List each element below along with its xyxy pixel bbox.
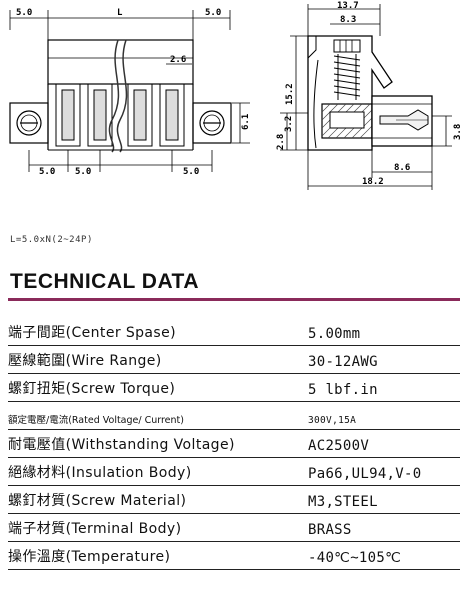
spec-row-screw-material: 螺釘材質(Screw Material) M3,STEEL [8,486,460,514]
spec-label: 端子間距(Center Spase) [8,325,176,341]
spec-value: 5.00mm [308,326,361,342]
side-dim-top-outer: 13.7 [337,1,359,11]
front-dim-L: L [117,8,123,18]
side-dim-182: 18.2 [362,177,384,187]
spec-table: 端子間距(Center Spase) 5.00mm 壓線範圍(Wire Rang… [8,318,460,570]
front-dim-height: 6.1 [241,114,251,130]
spec-label: 絕緣材料(Insulation Body) [8,465,192,481]
spec-label: 端子材質(Terminal Body) [8,521,182,537]
spec-label: 螺釘材質(Screw Material) [8,493,187,509]
spec-value: 300V,15A [308,415,357,426]
spec-row-temperature: 操作溫度(Temperature) -40℃~105℃ [8,542,460,570]
spec-value: Pa66,UL94,V-0 [308,466,422,482]
spec-label: 壓線範圍(Wire Range) [8,353,162,369]
spec-row-withstanding-voltage: 耐電壓值(Withstanding Voltage) AC2500V [8,430,460,458]
front-dim-bottom-3: 5.0 [183,167,199,177]
spec-row-screw-torque: 螺釘扭矩(Screw Torque) 5 lbf.in [8,374,460,402]
spec-row-insulation: 絕緣材料(Insulation Body) Pa66,UL94,V-0 [8,458,460,486]
side-dim-top-inner: 8.3 [340,15,356,25]
technical-drawing: 5.0 L 5.0 [9,1,463,190]
length-formula: L=5.0xN(2~24P) [10,235,93,245]
spec-value: BRASS [308,522,352,538]
front-dim-pin: 2.6 [170,55,186,65]
spec-value: M3,STEEL [308,494,378,510]
spec-label: 耐電壓值(Withstanding Voltage) [8,437,235,453]
spec-row-center-spacing: 端子間距(Center Spase) 5.00mm [8,318,460,346]
spec-value: 30-12AWG [308,354,378,370]
spec-row-terminal-body: 端子材質(Terminal Body) BRASS [8,514,460,542]
spec-label: 額定電壓/電流(Rated Voltage/ Current) [8,415,184,426]
side-dim-32: 3.2 [284,116,294,132]
front-dim-left: 5.0 [16,8,32,18]
front-view: 5.0 L 5.0 [9,8,251,177]
side-view: 13.7 8.3 [276,1,463,190]
side-dim-38: 3.8 [453,124,463,140]
front-dim-bottom-2: 5.0 [75,167,91,177]
spec-value: AC2500V [308,438,370,454]
spec-value: -40℃~105℃ [308,550,402,566]
side-dim-height: 15.2 [285,83,295,105]
spec-value: 5 lbf.in [308,382,378,398]
spec-row-wire-range: 壓線範圍(Wire Range) 30-12AWG [8,346,460,374]
title-divider [8,298,460,301]
front-dim-right: 5.0 [205,8,221,18]
side-dim-28: 2.8 [276,134,286,150]
spec-row-rated-voltage: 額定電壓/電流(Rated Voltage/ Current) 300V,15A [8,402,460,430]
front-dim-bottom-1: 5.0 [39,167,55,177]
spec-label: 螺釘扭矩(Screw Torque) [8,381,176,397]
side-dim-86: 8.6 [394,163,410,173]
section-title: TECHNICAL DATA [10,270,199,293]
spec-label: 操作溫度(Temperature) [8,549,171,565]
